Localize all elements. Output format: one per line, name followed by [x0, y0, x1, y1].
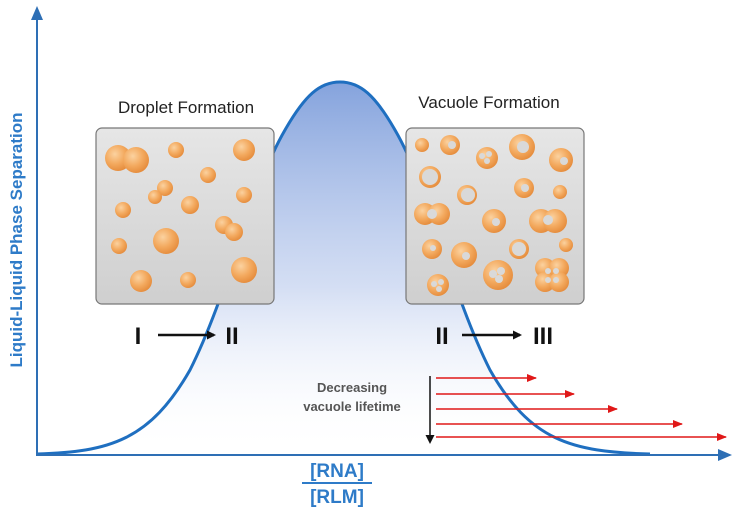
droplet — [181, 196, 199, 214]
droplet — [168, 142, 184, 158]
droplet-group — [105, 139, 257, 292]
droplet-formation-title: Droplet Formation — [118, 98, 254, 117]
x-axis-denominator: [RLM] — [310, 487, 364, 508]
vacuole-droplet — [415, 138, 429, 152]
droplet — [115, 202, 131, 218]
droplet — [200, 167, 216, 183]
stage-label-right-from: II — [435, 323, 448, 350]
lifetime-label-line1: Decreasing — [317, 380, 387, 395]
droplet — [233, 139, 255, 161]
lifetime-arrows — [436, 374, 727, 441]
vacuole-group — [414, 134, 573, 296]
droplet — [157, 180, 173, 196]
vacuole-droplet — [543, 209, 567, 233]
vacuole-formation-title: Vacuole Formation — [418, 93, 559, 112]
vacuole-droplet — [483, 260, 513, 290]
droplet — [231, 257, 257, 283]
vacuole-droplet — [549, 272, 569, 292]
bell-curve-line — [36, 80, 651, 456]
vacuole-droplet — [535, 272, 555, 292]
droplet — [123, 147, 149, 173]
droplet — [225, 223, 243, 241]
vacuole-droplet — [559, 238, 573, 252]
lifetime-label-line2: vacuole lifetime — [303, 399, 401, 414]
stage-label-left-from: I — [135, 323, 142, 350]
droplet — [130, 270, 152, 292]
droplet — [111, 238, 127, 254]
droplet — [148, 190, 162, 204]
bell-curve-fill — [37, 82, 650, 454]
droplet — [236, 187, 252, 203]
x-axis-numerator: [RNA] — [310, 461, 364, 482]
vacuole-droplet — [427, 274, 449, 296]
stage-label-right-to: III — [533, 323, 553, 350]
droplet — [180, 272, 196, 288]
vacuole-droplet — [553, 185, 567, 199]
vacuole-droplet — [428, 203, 450, 225]
stage-label-left-to: II — [225, 323, 238, 350]
droplet — [153, 228, 179, 254]
y-axis-label: Liquid-Liquid Phase Separation — [7, 112, 26, 367]
